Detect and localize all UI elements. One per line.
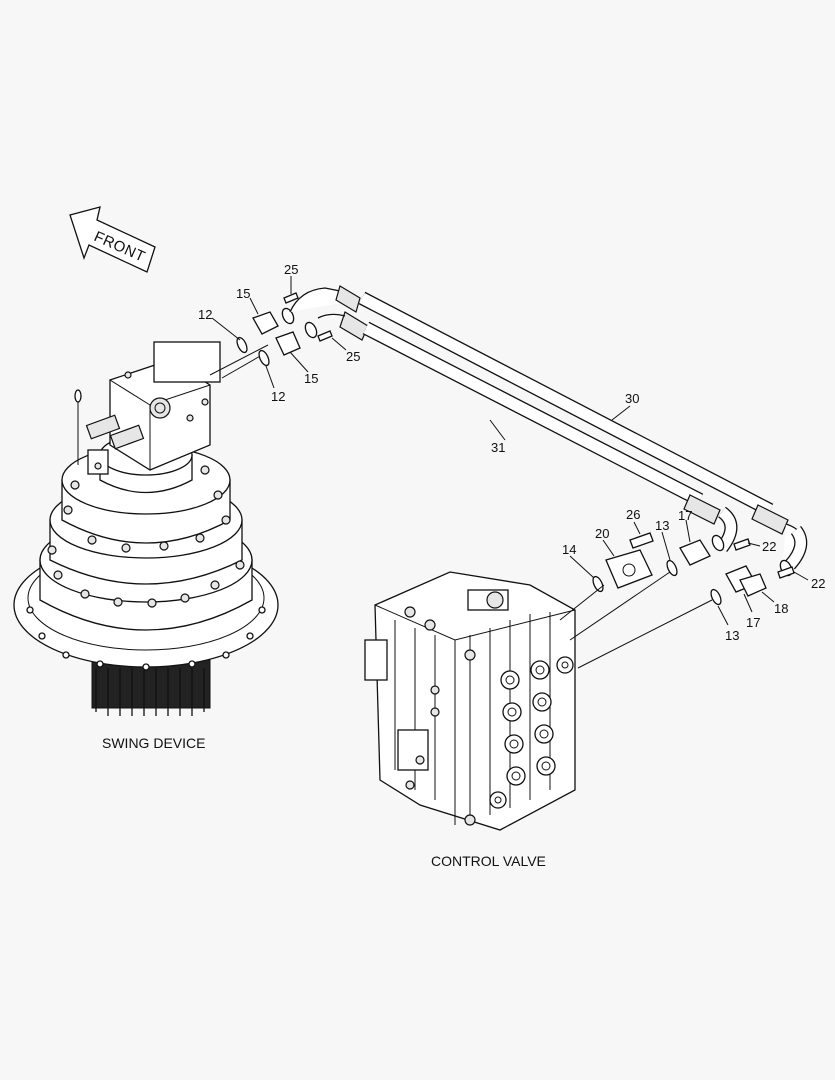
o-ring-12-b [258, 349, 270, 367]
callout-25-right: 25 [346, 349, 360, 364]
callout-14: 14 [562, 542, 576, 557]
bolt-22-a [733, 538, 751, 551]
leader-valve-port-c [577, 599, 713, 669]
caption-control-valve: CONTROL VALVE [431, 853, 546, 869]
hose-30 [289, 285, 808, 577]
callout-25-top: 25 [284, 262, 298, 277]
control-valve [364, 571, 576, 831]
callout-13-bottom: 13 [725, 628, 739, 643]
o-ring-12-a [236, 336, 248, 354]
callout-26: 26 [626, 507, 640, 522]
callout-17-bottom: 17 [746, 615, 760, 630]
leader-valve-port-b [569, 571, 671, 641]
swing-device [13, 341, 279, 716]
callout-20: 20 [595, 526, 609, 541]
bolt-25-a [283, 292, 299, 304]
leader-swing-port-b [221, 354, 263, 379]
split-flange-15-a [252, 311, 279, 335]
flange-holes [26, 606, 266, 671]
callout-22-top: 22 [762, 539, 776, 554]
split-flange-18 [739, 573, 767, 597]
callout-15-bottom: 15 [304, 371, 318, 386]
callout-leaders [211, 276, 809, 626]
split-flange-15-b [275, 331, 301, 356]
pinion-gear [91, 659, 211, 716]
flange-20 [605, 549, 653, 589]
leader-valve-port-a [559, 584, 605, 621]
callout-30: 30 [625, 391, 639, 406]
swing-side-fittings [236, 292, 333, 367]
bolt-25-b [317, 330, 333, 342]
callout-18: 18 [774, 601, 788, 616]
housing-bolts [47, 465, 245, 608]
leader-swing-port-a [209, 344, 269, 376]
callout-31: 31 [491, 440, 505, 455]
callout-22-right: 22 [811, 576, 825, 591]
callouts: 25 15 12 12 15 25 30 31 26 20 14 13 17 2… [198, 262, 825, 643]
bolt-26 [629, 532, 654, 549]
front-arrow: FRONT [69, 206, 156, 273]
hose-31 [317, 311, 738, 553]
callout-12-left: 12 [198, 307, 212, 322]
valve-ports [404, 606, 574, 826]
callout-15-top: 15 [236, 286, 250, 301]
callout-17-top: 17 [678, 508, 692, 523]
callout-13-top: 13 [655, 518, 669, 533]
valve-side-fittings [592, 532, 795, 606]
callout-12-bottom: 12 [271, 389, 285, 404]
split-flange-17-a [679, 539, 711, 566]
bolt-22-b [777, 566, 795, 579]
caption-swing-device: SWING DEVICE [102, 735, 205, 751]
o-ring-13-b [710, 588, 722, 606]
